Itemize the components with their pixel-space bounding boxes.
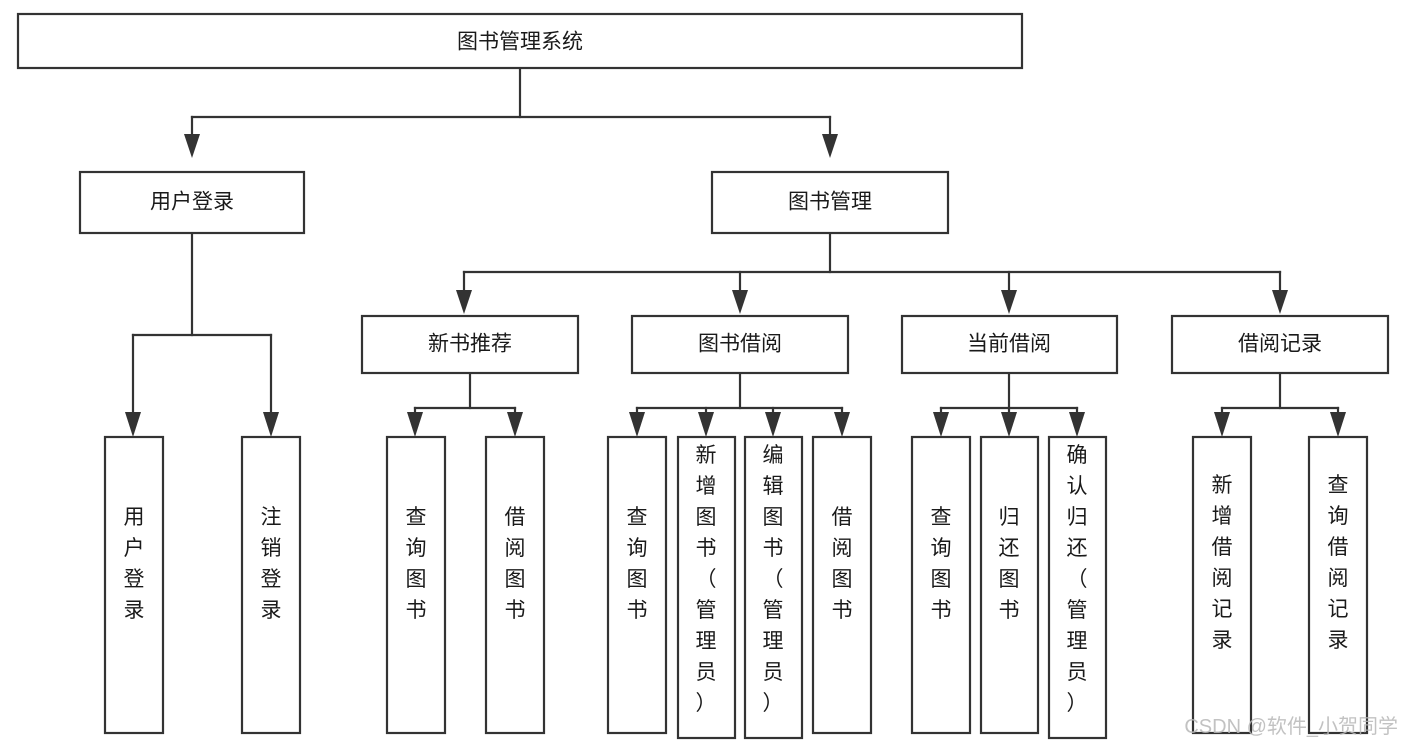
node-leaf-7-label: 编辑图书（管理员） bbox=[763, 444, 784, 715]
node-leaf-11-box[interactable] bbox=[1047, 435, 1108, 740]
node-leaf-1-box[interactable] bbox=[103, 435, 165, 735]
node-leaf-10[interactable]: 归还图书 bbox=[979, 435, 1040, 735]
node-record[interactable]: 借阅记录 bbox=[1170, 314, 1390, 375]
node-leaf-4-box[interactable] bbox=[484, 435, 546, 735]
arrowhead-borrow bbox=[732, 290, 748, 314]
node-current-label: 当前借阅 bbox=[967, 333, 1051, 356]
node-leaf-6-label: 新增图书（管理员） bbox=[696, 444, 717, 715]
node-bookmgmt[interactable]: 图书管理 bbox=[710, 170, 950, 235]
node-leaf-12[interactable]: 新增借阅记录 bbox=[1191, 435, 1253, 735]
node-borrow-label: 图书借阅 bbox=[698, 333, 782, 356]
node-leaf-8[interactable]: 借阅图书 bbox=[811, 435, 873, 735]
connector-layer bbox=[125, 66, 1346, 437]
node-leaf-3-box[interactable] bbox=[385, 435, 447, 735]
arrowhead-record bbox=[1272, 290, 1288, 314]
arrowhead-leaf-9 bbox=[933, 412, 949, 437]
node-leaf-2[interactable]: 注销登录 bbox=[240, 435, 302, 735]
node-leaf-8-label: 借阅图书 bbox=[832, 506, 853, 622]
node-login[interactable]: 用户登录 bbox=[78, 170, 306, 235]
node-leaf-12-label: 新增借阅记录 bbox=[1212, 474, 1233, 652]
node-leaf-12-box[interactable] bbox=[1191, 435, 1253, 735]
node-leaf-7-box[interactable] bbox=[743, 435, 804, 740]
node-leaf-5[interactable]: 查询图书 bbox=[606, 435, 668, 735]
node-leaf-9[interactable]: 查询图书 bbox=[910, 435, 972, 735]
node-bookmgmt-box[interactable] bbox=[710, 170, 950, 235]
node-leaf-11[interactable]: 确认归还（管理员） bbox=[1047, 435, 1108, 740]
node-leaf-6[interactable]: 新增图书（管理员） bbox=[676, 435, 737, 740]
arrowhead-leaf-8 bbox=[834, 412, 850, 437]
arrowhead-leaf-6 bbox=[698, 412, 714, 437]
node-root-box[interactable] bbox=[16, 12, 1024, 70]
node-leaf-3-label: 查询图书 bbox=[406, 506, 427, 622]
node-borrow-box[interactable] bbox=[630, 314, 850, 375]
node-current-box[interactable] bbox=[900, 314, 1119, 375]
arrowhead-leaf-13 bbox=[1330, 412, 1346, 437]
arrowhead-current bbox=[1001, 290, 1017, 314]
arrowhead-leaf-5 bbox=[629, 412, 645, 437]
node-leaf-13-label: 查询借阅记录 bbox=[1328, 474, 1349, 652]
node-newbook-label: 新书推荐 bbox=[428, 333, 512, 356]
node-borrow[interactable]: 图书借阅 bbox=[630, 314, 850, 375]
node-leaf-5-box[interactable] bbox=[606, 435, 668, 735]
node-login-label: 用户登录 bbox=[150, 191, 234, 214]
arrowhead-leaf-7 bbox=[765, 412, 781, 437]
node-leaf-1[interactable]: 用户登录 bbox=[103, 435, 165, 735]
node-leaf-10-box[interactable] bbox=[979, 435, 1040, 735]
node-leaf-8-box[interactable] bbox=[811, 435, 873, 735]
node-record-box[interactable] bbox=[1170, 314, 1390, 375]
arrowhead-leaf-1 bbox=[125, 412, 141, 437]
node-leaf-7[interactable]: 编辑图书（管理员） bbox=[743, 435, 804, 740]
node-current[interactable]: 当前借阅 bbox=[900, 314, 1119, 375]
node-leaf-5-label: 查询图书 bbox=[627, 506, 648, 622]
node-bookmgmt-label: 图书管理 bbox=[788, 191, 872, 214]
arrowhead-leaf-2 bbox=[263, 412, 279, 437]
arrowhead-bookmgmt bbox=[822, 134, 838, 158]
node-leaf-9-box[interactable] bbox=[910, 435, 972, 735]
node-leaf-3[interactable]: 查询图书 bbox=[385, 435, 447, 735]
arrowhead-leaf-3 bbox=[407, 412, 423, 437]
node-leaf-9-label: 查询图书 bbox=[931, 506, 952, 622]
node-leaf-4-label: 借阅图书 bbox=[505, 506, 526, 622]
node-newbook[interactable]: 新书推荐 bbox=[360, 314, 580, 375]
node-leaf-2-label: 注销登录 bbox=[261, 506, 282, 622]
node-leaf-13-box[interactable] bbox=[1307, 435, 1369, 735]
arrowhead-leaf-10 bbox=[1001, 412, 1017, 437]
node-root-label: 图书管理系统 bbox=[457, 31, 583, 54]
node-login-box[interactable] bbox=[78, 170, 306, 235]
arrowhead-leaf-4 bbox=[507, 412, 523, 437]
arrowhead-leaf-11 bbox=[1069, 412, 1085, 437]
node-leaf-11-label: 确认归还（管理员） bbox=[1067, 444, 1088, 715]
node-root[interactable]: 图书管理系统 bbox=[16, 12, 1024, 70]
node-newbook-box[interactable] bbox=[360, 314, 580, 375]
node-leaf-4[interactable]: 借阅图书 bbox=[484, 435, 546, 735]
node-leaf-6-box[interactable] bbox=[676, 435, 737, 740]
arrowhead-login bbox=[184, 134, 200, 158]
arrowhead-leaf-12 bbox=[1214, 412, 1230, 437]
node-leaf-2-box[interactable] bbox=[240, 435, 302, 735]
node-leaf-10-label: 归还图书 bbox=[999, 506, 1020, 622]
csdn-watermark: CSDN @软件_小贺同学 bbox=[1184, 715, 1398, 738]
node-leaf-1-label: 用户登录 bbox=[124, 506, 145, 622]
node-record-label: 借阅记录 bbox=[1238, 333, 1322, 356]
node-leaf-13[interactable]: 查询借阅记录 bbox=[1307, 435, 1369, 735]
arrowhead-newbook bbox=[456, 290, 472, 314]
